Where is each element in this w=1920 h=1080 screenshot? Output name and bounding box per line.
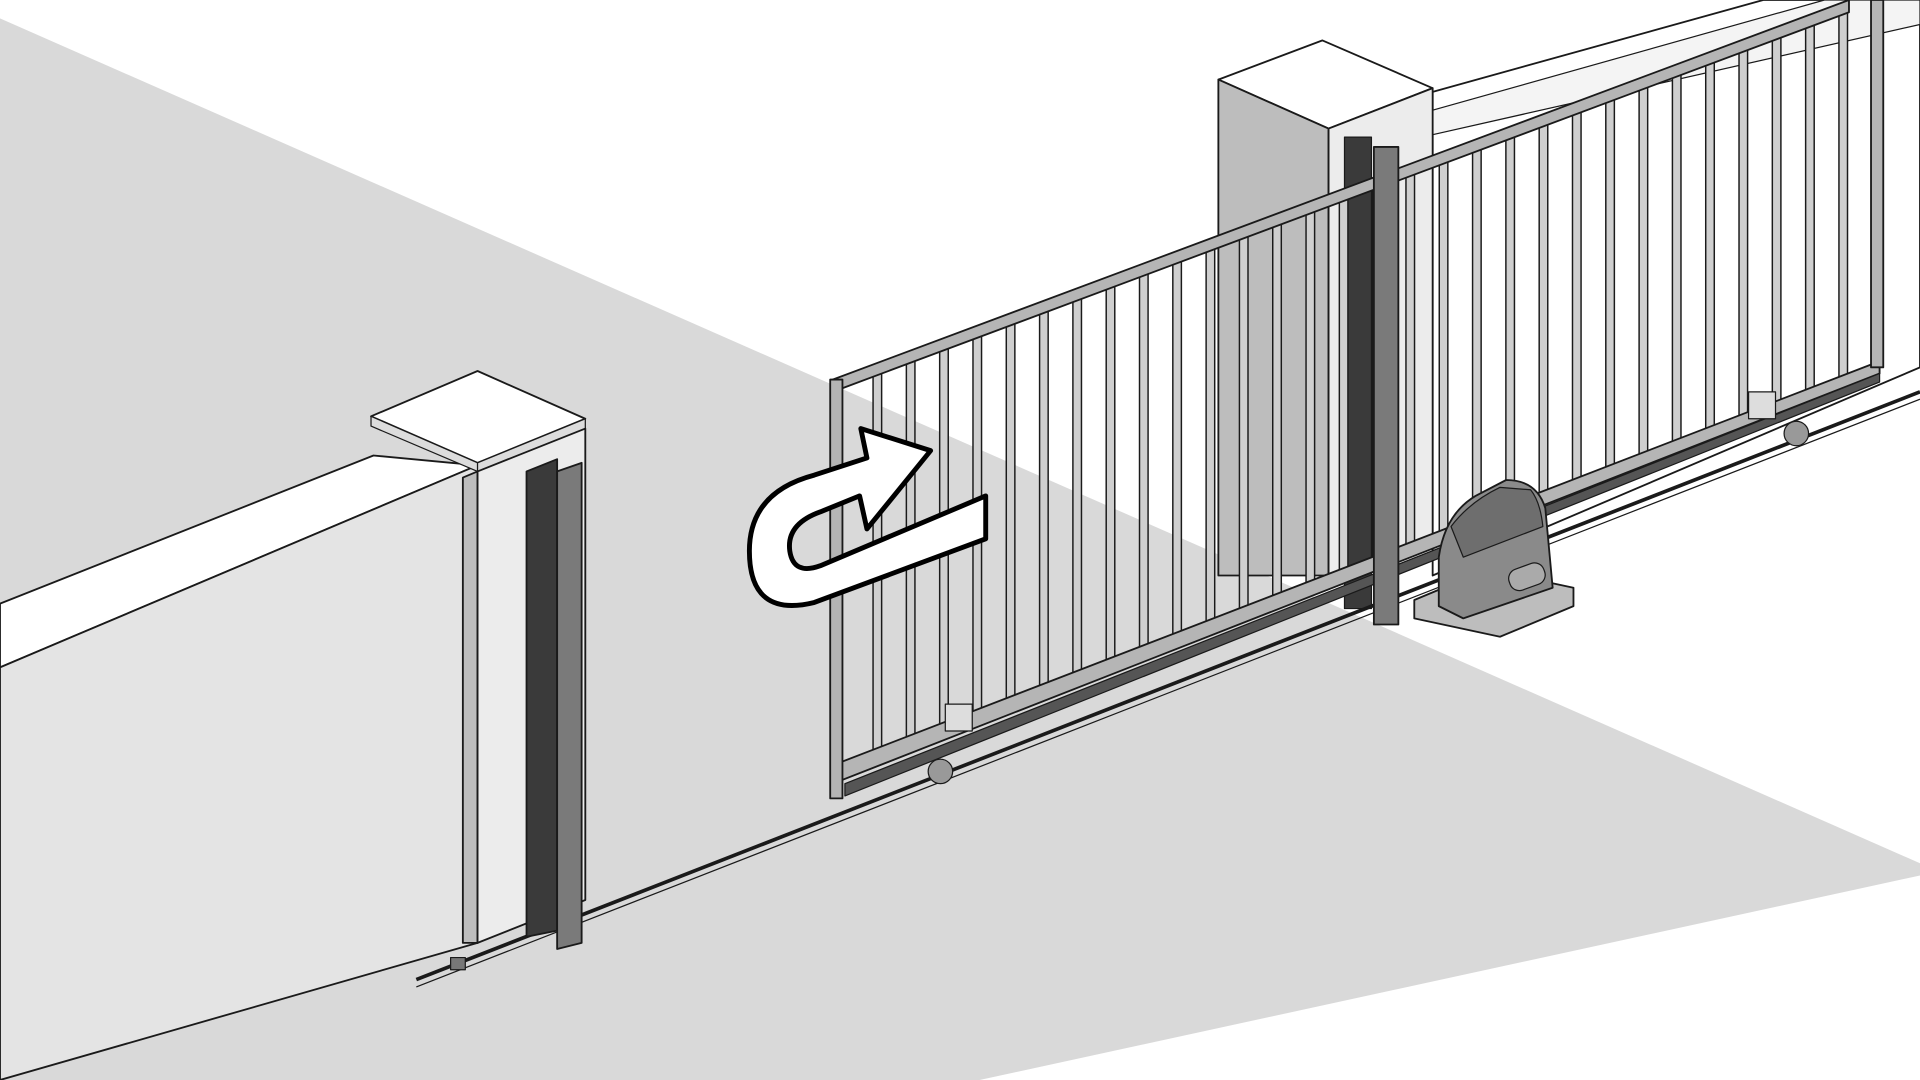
gate-rail	[415, 390, 1920, 982]
gate-bar	[1038, 304, 1049, 695]
limit-bracket-left	[944, 703, 973, 732]
gate-right-stile	[1870, 0, 1885, 369]
gate-bar	[1072, 292, 1083, 682]
gate-bar	[1405, 167, 1416, 554]
gate-bar	[1571, 105, 1582, 490]
gate-wheel-right	[1783, 420, 1810, 447]
gate-rail-edge	[416, 398, 1920, 988]
gate-bar	[1471, 142, 1482, 528]
gate-motor-icon	[1413, 479, 1575, 638]
photocell-post-front	[556, 461, 583, 950]
gate-bar	[1804, 18, 1815, 400]
gate-bar	[1205, 242, 1216, 631]
left-wall	[0, 454, 479, 1080]
gate-bar	[1172, 254, 1183, 644]
photocell-post-right	[1372, 146, 1400, 626]
ground-stop	[450, 956, 466, 971]
left-pillar	[370, 370, 587, 971]
sliding-gate	[829, 0, 1885, 800]
gate-bar	[1438, 155, 1449, 541]
gate-bar	[1838, 5, 1849, 387]
gate-bar	[1704, 55, 1716, 438]
gate-bar	[1138, 267, 1149, 657]
photocell-post-icon	[525, 458, 559, 938]
photocell-post-icon	[1343, 136, 1373, 610]
gate-bar	[1638, 80, 1649, 464]
right-pillar	[1217, 39, 1434, 610]
gate-bar	[1005, 316, 1016, 708]
gate-bar	[1238, 229, 1249, 618]
gate-bar	[1738, 43, 1749, 425]
gate-bar	[1305, 204, 1316, 592]
gate-bar	[1272, 217, 1283, 605]
gate-bar	[1671, 68, 1682, 451]
gate-bar	[1505, 130, 1516, 515]
gate-bar	[1605, 93, 1616, 477]
limit-bracket-right	[1747, 391, 1777, 420]
gate-bar	[1538, 117, 1549, 502]
gate-wheel-left	[927, 758, 954, 785]
gate-bar	[1105, 279, 1116, 670]
gate-bar	[1771, 30, 1782, 412]
gate-bar	[1338, 192, 1349, 580]
u-turn-arrow-icon	[746, 426, 989, 608]
